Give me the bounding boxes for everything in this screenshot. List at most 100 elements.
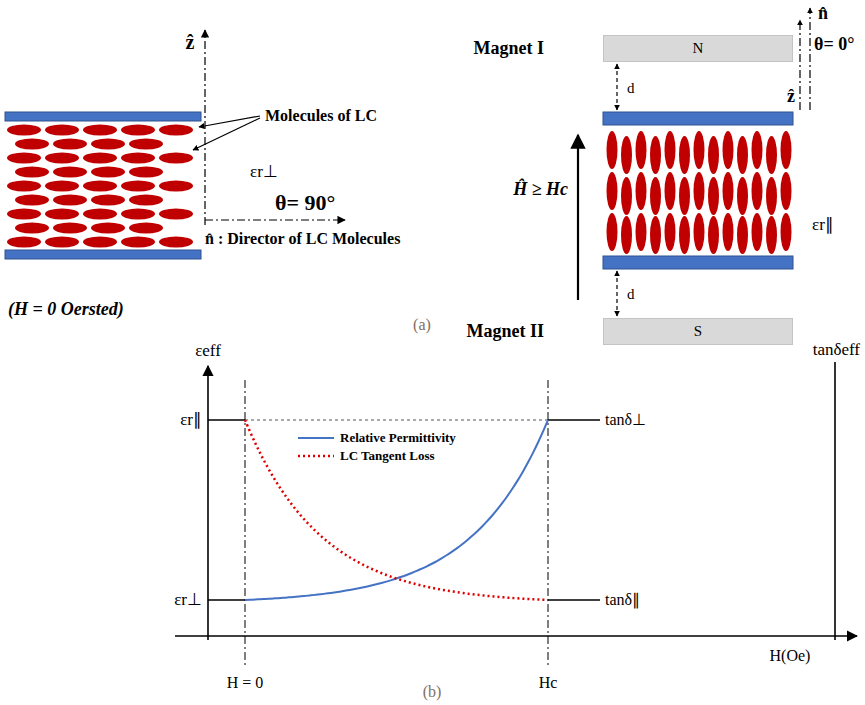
lc-molecule xyxy=(45,209,79,220)
lc-molecule xyxy=(781,131,792,169)
bottom-electrode xyxy=(5,250,201,259)
leader-line xyxy=(193,118,260,150)
lc-molecule xyxy=(679,177,690,215)
lc-molecule xyxy=(91,167,125,178)
lc-molecule xyxy=(83,181,117,192)
diagram-label: Hc xyxy=(539,674,558,692)
diagram-label: εr⊥ xyxy=(250,163,278,182)
magnet-block: Magnet IN xyxy=(603,35,793,62)
lc-molecule xyxy=(53,195,87,206)
lc-molecule xyxy=(45,153,79,164)
diagram-label: d xyxy=(627,80,635,97)
lc-molecule xyxy=(7,181,41,192)
lc-molecule xyxy=(7,237,41,248)
pole-label: S xyxy=(694,323,702,340)
lc-molecule xyxy=(679,216,690,254)
lc-molecule xyxy=(694,172,705,210)
lc-molecule xyxy=(15,139,49,150)
lc-molecule xyxy=(83,153,117,164)
diagram-label: tanδeff xyxy=(813,341,860,360)
gap-dimension xyxy=(616,64,617,110)
diagram-label: n̂ xyxy=(818,4,828,24)
lc-molecule xyxy=(121,181,155,192)
lc-molecule xyxy=(121,209,155,220)
diagram-label: (a) xyxy=(413,316,431,334)
field-arrow xyxy=(577,135,579,300)
lc-molecule xyxy=(665,213,676,251)
marker-line xyxy=(245,380,246,668)
z-axis xyxy=(204,30,205,225)
gap-dimension xyxy=(616,271,617,316)
lc-molecule xyxy=(15,195,49,206)
lc-molecule xyxy=(15,167,49,178)
lc-molecule xyxy=(121,153,155,164)
lc-molecule xyxy=(159,153,193,164)
lc-molecule xyxy=(694,213,705,251)
lc-molecule xyxy=(45,181,79,192)
diagram-label: εr∥ xyxy=(180,411,202,430)
level-line xyxy=(245,420,548,421)
lc-molecule xyxy=(766,136,777,174)
lc-molecule xyxy=(159,125,193,136)
lc-molecule xyxy=(650,216,661,254)
lc-molecule xyxy=(607,131,618,169)
diagram-label: d xyxy=(627,286,635,303)
lc-molecule xyxy=(708,136,719,174)
lc-molecule xyxy=(53,223,87,234)
permittivity-curve xyxy=(245,420,548,600)
diagram-label: (H = 0 Oersted) xyxy=(8,300,124,320)
legend-text: Relative Permittivity xyxy=(340,431,456,445)
lc-molecule xyxy=(621,177,632,215)
diagram-label: Molecules of LC xyxy=(265,107,377,125)
lc-molecule xyxy=(752,172,763,210)
lc-molecule xyxy=(53,139,87,150)
diagram-label: Ĥ ≥ Hc xyxy=(513,180,568,200)
lc-molecule xyxy=(636,213,647,251)
lc-molecule xyxy=(45,237,79,248)
magnet-name: Magnet I xyxy=(474,39,545,59)
lc-molecule xyxy=(121,125,155,136)
lc-molecule xyxy=(15,223,49,234)
lc-molecule xyxy=(91,139,125,150)
lc-molecule xyxy=(159,181,193,192)
diagram-label: εr⊥ xyxy=(174,591,202,610)
lc-molecule xyxy=(7,125,41,136)
lc-molecule xyxy=(83,237,117,248)
z-axis xyxy=(799,20,800,110)
legend-sample xyxy=(298,437,334,439)
y2-axis xyxy=(834,362,836,640)
pole-label: N xyxy=(693,40,704,57)
x-axis xyxy=(175,635,857,637)
diagram-label: n̂ : Director of LC Molecules xyxy=(205,230,400,248)
loss-curve xyxy=(245,420,548,600)
lc-molecule xyxy=(737,216,748,254)
lc-molecule xyxy=(650,136,661,174)
lc-molecule xyxy=(665,131,676,169)
legend-sample xyxy=(298,455,334,458)
diagram-label: ẑ xyxy=(787,87,795,107)
y-axis xyxy=(207,366,209,640)
lc-molecule xyxy=(83,209,117,220)
lc-molecule xyxy=(83,125,117,136)
diagram-label: (b) xyxy=(423,683,442,701)
lc-molecule xyxy=(679,136,690,174)
lc-molecule xyxy=(91,223,125,234)
lc-molecule xyxy=(121,237,155,248)
lc-molecule xyxy=(129,195,163,206)
lc-molecule xyxy=(708,216,719,254)
lc-molecule xyxy=(708,177,719,215)
diagram-label: θ= 0° xyxy=(814,35,854,55)
level-line xyxy=(208,599,245,601)
diagram-label: θ= 90° xyxy=(275,191,335,215)
lc-molecule xyxy=(723,131,734,169)
lc-molecule xyxy=(752,213,763,251)
diagram-label: εeff xyxy=(195,342,221,361)
lc-molecule xyxy=(737,136,748,174)
response-chart xyxy=(175,362,857,668)
lc-molecule xyxy=(723,213,734,251)
diagram-label: H = 0 xyxy=(227,674,264,692)
magnet-name: Magnet II xyxy=(467,322,545,342)
lc-molecule xyxy=(665,172,676,210)
